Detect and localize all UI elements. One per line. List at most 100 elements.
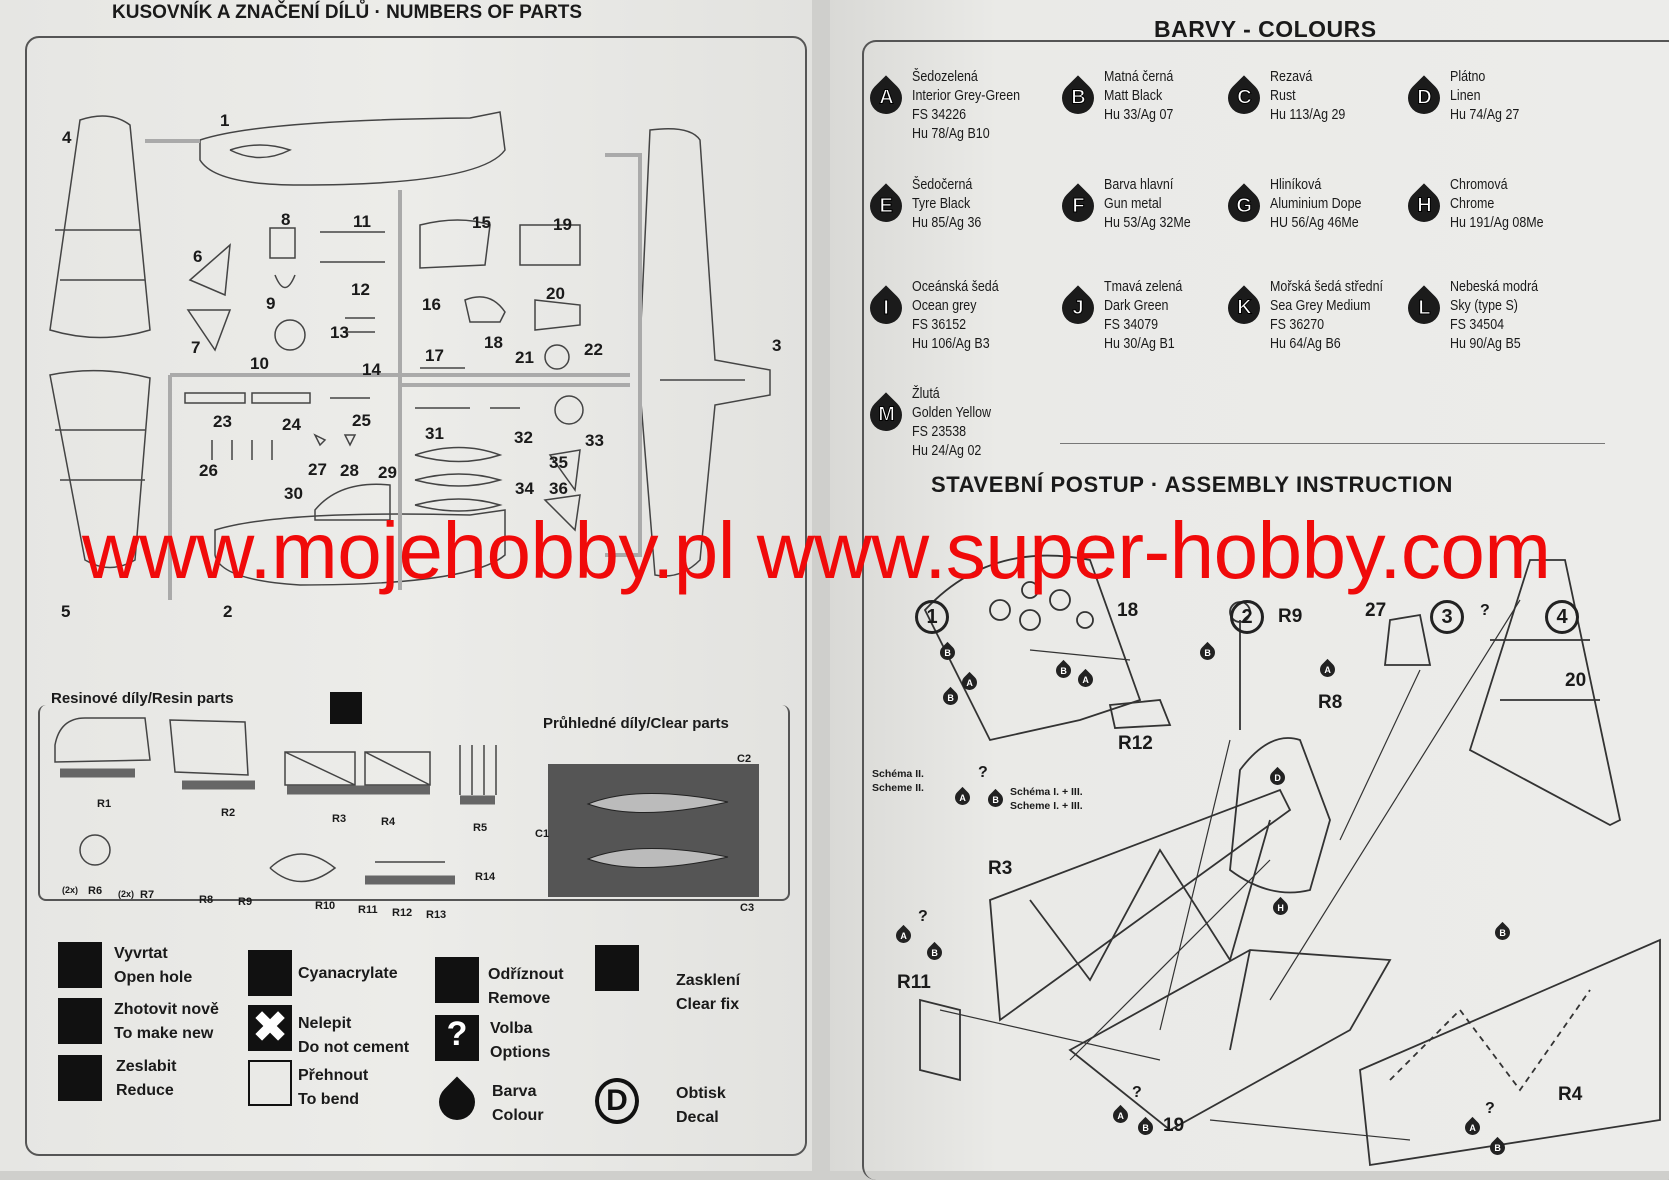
colour-marker-letter: B (944, 647, 951, 658)
scheme-1-3-cz: Schéma I. + III. (1010, 786, 1083, 798)
part-number: 36 (549, 479, 568, 498)
paint-drop-icon (431, 1076, 483, 1128)
step-number: 1 (915, 600, 949, 634)
legend-label-en: Colour (492, 1107, 544, 1124)
colour-marker-letter: D (1274, 772, 1281, 783)
floor (1068, 949, 1392, 1132)
resin-part-label: R13 (426, 909, 447, 921)
colour-marker-letter: A (959, 792, 966, 803)
colour-marker-letter: B (1204, 647, 1211, 658)
colour-line: Hu 78/Ag B10 (912, 126, 990, 142)
assembly-label-r12: R12 (1118, 733, 1153, 754)
part-number: 29 (378, 463, 397, 482)
clear-parts-panel (548, 764, 759, 897)
part-number: 10 (250, 354, 269, 373)
instructions-frame (862, 40, 1669, 1180)
resin-part-label: R1 (97, 798, 112, 810)
option-mark: ? (1485, 1100, 1495, 1117)
legend-label: Zhotovit nově To make new (114, 998, 219, 1046)
resin-part-label: R14 (475, 871, 496, 883)
fuselage-right-half (214, 509, 506, 586)
drill-icon (58, 942, 102, 988)
resin-part-label: R11 (358, 904, 378, 916)
bend-icon (248, 1060, 292, 1106)
rudder-pedals-r12 (1108, 699, 1172, 729)
small-parts (184, 219, 584, 532)
watermark: www.mojehobby.pl www.super-hobby.com (82, 506, 1551, 595)
colour-line: Sky (type S) (1450, 298, 1518, 314)
resin-part-label: R8 (199, 894, 214, 906)
colour-line: Hu 85/Ag 36 (912, 215, 982, 231)
resin-parts (54, 717, 497, 885)
part-number: 30 (284, 484, 303, 503)
parts-frame (25, 36, 807, 1156)
left-page: KUSOVNÍK A ZNAČENÍ DÍLŮ · NUMBERS OF PAR… (0, 0, 812, 1171)
legend-label-cz: Vyvrtat (114, 945, 168, 962)
colour-line: Chromová (1450, 177, 1508, 193)
part-27 (1383, 613, 1432, 666)
part-number: 28 (340, 461, 359, 480)
part-number: 25 (352, 411, 371, 430)
clear-parts-title: Průhledné díly/Clear parts (543, 715, 729, 732)
legend-label-en: Clear fix (676, 996, 740, 1013)
clear-fix-icon (595, 945, 639, 991)
colour-line: Hu 64/Ag B6 (1270, 336, 1341, 352)
colour-marker-letter: A (1469, 1122, 1476, 1133)
colour-line: Rezavá (1270, 69, 1313, 85)
part-number: 19 (553, 215, 572, 234)
wing-left-upper (49, 115, 151, 339)
assembly-arrows (939, 599, 1521, 1141)
colour-line: Tyre Black (912, 196, 971, 212)
colour-line: Gun metal (1104, 196, 1162, 212)
colour-line: FS 23538 (912, 424, 967, 440)
part-number: 6 (193, 247, 203, 266)
part-number: 24 (282, 415, 301, 434)
colour-line: HU 56/Ag 46Me (1270, 215, 1359, 231)
wing-left-lower (49, 369, 151, 569)
resin-part-label: R6 (88, 885, 103, 897)
qty-r7: (2x) (118, 889, 135, 899)
clear-part-label: C3 (740, 902, 755, 914)
reduce-icon (58, 1055, 102, 1101)
colour-line: Barva hlavní (1104, 177, 1174, 193)
resin-part-label: R7 (140, 889, 155, 901)
colour-line: Interior Grey-Green (912, 88, 1021, 104)
colour-line: Aluminium Dope (1270, 196, 1362, 212)
colour-line: Šedočerná (912, 177, 973, 193)
colour-line: Ocean grey (912, 298, 977, 314)
make-new-icon (58, 998, 102, 1044)
lower-wing (639, 128, 771, 577)
clear-part-label: C1 (535, 828, 550, 840)
colour-marker-letter: B (992, 794, 999, 805)
colour-line: Šedozelená (912, 69, 978, 85)
resin-part-label: R2 (221, 807, 236, 819)
colour-line: FS 34079 (1104, 317, 1159, 333)
legend-label-en: Do not cement (298, 1039, 410, 1056)
qty-r6: (2x) (62, 885, 79, 895)
colour-marker-letter: B (931, 947, 938, 958)
legend-label-en: To make new (114, 1025, 214, 1042)
assembly-title: STAVEBNÍ POSTUP · ASSEMBLY INSTRUCTION (931, 472, 1453, 497)
part-number: 3 (772, 336, 782, 355)
legend-label-cz: Zhotovit nově (114, 1001, 219, 1018)
part-number: 22 (584, 340, 603, 359)
legend-label-cz: Obtisk (676, 1085, 726, 1102)
part-number: 23 (213, 412, 232, 431)
parts-drawing (49, 111, 771, 885)
legend-label-en: Options (490, 1044, 551, 1061)
